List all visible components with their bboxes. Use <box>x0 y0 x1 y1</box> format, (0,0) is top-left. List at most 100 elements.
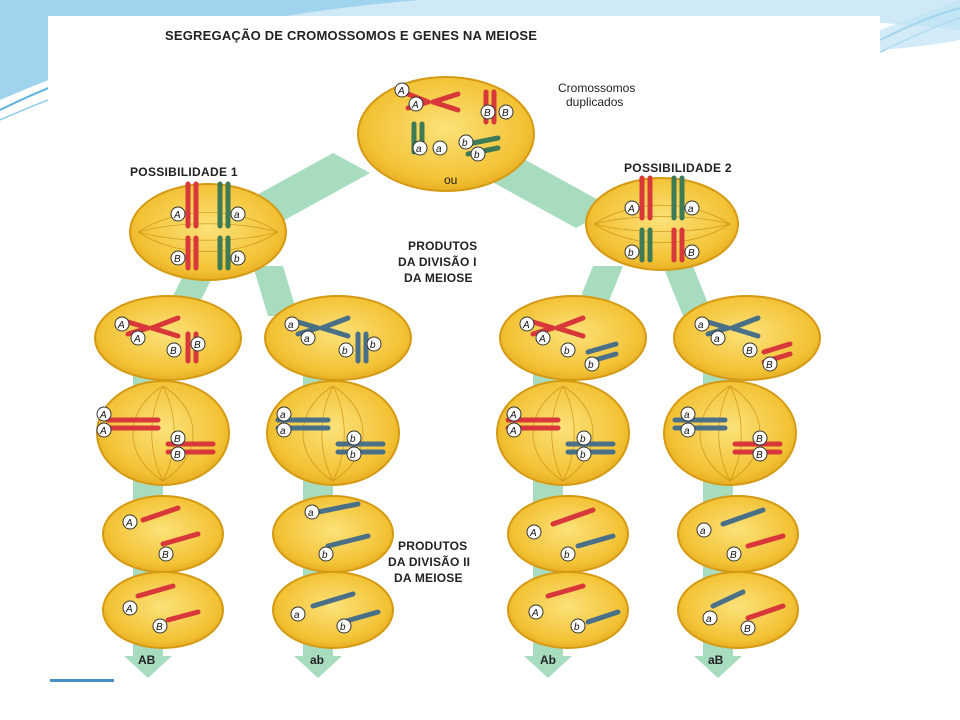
svg-text:A: A <box>627 204 635 215</box>
svg-text:B: B <box>756 434 763 445</box>
label-products-1-line-2: DA DIVISÃO I <box>398 254 477 269</box>
alleles-duplicated-cell: A A B B a a b b <box>394 82 514 162</box>
svg-text:b: b <box>588 360 594 371</box>
svg-text:a: a <box>280 410 286 421</box>
cell-product-1-a <box>94 295 242 381</box>
svg-text:B: B <box>174 254 181 265</box>
spindle-fibers <box>132 204 761 482</box>
svg-text:A: A <box>397 86 405 97</box>
svg-text:b: b <box>340 622 346 633</box>
cell-product-2-a2 <box>102 571 224 649</box>
alleles-gametes: A B a b A b a B A B a b A b a B <box>122 504 756 636</box>
svg-text:A: A <box>522 320 530 331</box>
svg-text:A: A <box>509 410 517 421</box>
svg-text:A: A <box>99 426 107 437</box>
svg-text:B: B <box>174 434 181 445</box>
svg-text:b: b <box>350 434 356 445</box>
chromosomes-metaphase-1-p2 <box>639 175 685 263</box>
alleles-metaphase-1-p2: A a b B <box>624 200 700 260</box>
diagram-title: SEGREGAÇÃO DE CROMOSSOMOS E GENES NA MEI… <box>165 28 537 43</box>
meiosis-diagram: A A B B a a b b A a B b A a b <box>94 28 821 678</box>
cell-product-2-c2 <box>507 571 629 649</box>
svg-text:b: b <box>350 450 356 461</box>
svg-text:B: B <box>756 450 763 461</box>
svg-text:b: b <box>474 150 480 161</box>
svg-text:a: a <box>294 610 300 621</box>
cell-product-2-b2 <box>272 571 394 649</box>
svg-text:B: B <box>174 450 181 461</box>
svg-text:a: a <box>416 144 422 155</box>
svg-text:B: B <box>502 108 509 119</box>
svg-text:A: A <box>133 334 141 345</box>
alleles-products-1: A A B B a a b b A A b b a a B B <box>114 316 778 372</box>
cell-product-1-d <box>673 295 821 381</box>
label-duplicated-line-1: Cromossomos <box>558 81 635 95</box>
label-possibility-1: POSSIBILIDADE 1 <box>130 165 238 179</box>
svg-text:b: b <box>574 622 580 633</box>
chromosomes-products-1 <box>125 315 793 365</box>
svg-text:a: a <box>308 508 314 519</box>
result-1: AB <box>138 653 156 667</box>
cell-product-1-c <box>499 295 647 381</box>
chromosomes-gametes <box>135 501 786 625</box>
svg-text:B: B <box>156 622 163 633</box>
svg-text:A: A <box>411 100 419 111</box>
svg-text:b: b <box>342 346 348 357</box>
svg-text:a: a <box>700 526 706 537</box>
label-products-1-line-3: DA MEIOSE <box>404 271 473 285</box>
cell-meiosis-1-possibility-2 <box>585 177 739 271</box>
svg-text:B: B <box>484 108 491 119</box>
svg-text:a: a <box>706 614 712 625</box>
cell-product-1-b <box>264 295 412 381</box>
label-duplicated-line-2: duplicados <box>566 95 623 109</box>
result-4: aB <box>708 653 724 667</box>
svg-text:a: a <box>288 320 294 331</box>
svg-text:A: A <box>538 334 546 345</box>
svg-text:a: a <box>698 320 704 331</box>
svg-text:a: a <box>714 334 720 345</box>
svg-text:b: b <box>580 434 586 445</box>
svg-text:b: b <box>564 550 570 561</box>
svg-text:b: b <box>322 550 328 561</box>
svg-text:A: A <box>531 608 539 619</box>
label-possibility-2: POSSIBILIDADE 2 <box>624 161 732 175</box>
svg-text:B: B <box>194 340 201 351</box>
result-3: Ab <box>540 653 556 667</box>
svg-text:A: A <box>125 518 133 529</box>
result-2: ab <box>310 653 324 667</box>
svg-text:b: b <box>580 450 586 461</box>
svg-text:b: b <box>628 248 634 259</box>
svg-text:B: B <box>162 550 169 561</box>
svg-text:B: B <box>688 248 695 259</box>
svg-text:A: A <box>529 528 537 539</box>
accent-bar <box>50 679 114 682</box>
svg-text:a: a <box>280 426 286 437</box>
svg-text:b: b <box>564 346 570 357</box>
cell-meiosis-1-possibility-1 <box>129 183 287 281</box>
svg-text:A: A <box>117 320 125 331</box>
svg-text:A: A <box>99 410 107 421</box>
svg-text:a: a <box>234 210 240 221</box>
cells <box>94 76 821 649</box>
svg-text:A: A <box>125 604 133 615</box>
svg-text:b: b <box>462 138 468 149</box>
svg-text:a: a <box>436 144 442 155</box>
svg-text:B: B <box>744 624 751 635</box>
label-products-2-line-2: DA DIVISÃO II <box>388 554 470 569</box>
label-products-2-line-3: DA MEIOSE <box>394 571 463 585</box>
svg-text:B: B <box>170 346 177 357</box>
cell-product-2-d2 <box>677 571 799 649</box>
label-products-1-line-1: PRODUTOS <box>408 239 477 253</box>
svg-text:B: B <box>766 360 773 371</box>
svg-text:a: a <box>684 426 690 437</box>
label-or: ou <box>444 173 457 187</box>
svg-text:B: B <box>746 346 753 357</box>
svg-text:a: a <box>684 410 690 421</box>
cell-meiosis-2-c <box>496 380 630 486</box>
svg-text:b: b <box>234 254 240 265</box>
svg-text:B: B <box>730 550 737 561</box>
alleles-metaphase-2: A A B B a a b b A A b b a a B B <box>96 406 768 462</box>
cell-product-2-d1 <box>677 495 799 573</box>
label-products-2-line-1: PRODUTOS <box>398 539 467 553</box>
alleles-metaphase-1-p1: A a B b <box>170 206 246 266</box>
